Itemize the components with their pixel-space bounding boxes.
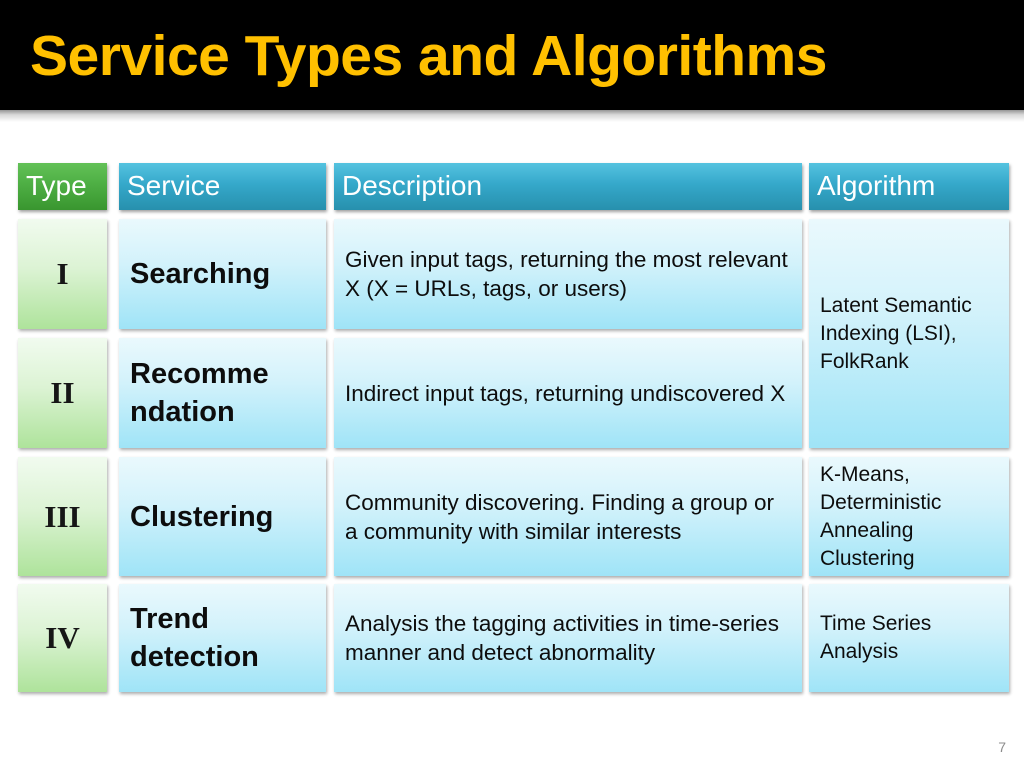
cell-service-3-label: Clustering — [130, 500, 274, 533]
cell-algorithm-2: K-Means, Deterministic Annealing Cluster… — [809, 457, 1009, 576]
page-title: Service Types and Algorithms — [30, 24, 827, 88]
cell-service-2: Recomme ndation — [119, 338, 326, 448]
cell-service-1-label: Searching — [130, 258, 271, 290]
cell-description-4: Analysis the tagging activities in time-… — [334, 584, 802, 692]
title-banner-shadow — [0, 110, 1024, 122]
table-header-algorithm: Algorithm — [809, 163, 1009, 210]
cell-description-4-label: Analysis the tagging activities in time-… — [345, 611, 779, 665]
title-banner: Service Types and Algorithms — [0, 0, 1024, 110]
table-row: II — [18, 338, 107, 448]
table-row: I — [18, 219, 107, 329]
cell-description-3: Community discovering. Finding a group o… — [334, 457, 802, 576]
cell-service-4: Trend detection — [119, 584, 326, 692]
page-number: 7 — [998, 739, 1006, 755]
table-header-service-label: Service — [127, 170, 221, 201]
cell-service-1: Searching — [119, 219, 326, 329]
table-header-service: Service — [119, 163, 326, 210]
service-types-table: Type Service Description Algorithm I Sea… — [18, 163, 1009, 693]
cell-description-1-label: Given input tags, returning the most rel… — [345, 247, 788, 301]
cell-description-2-label: Indirect input tags, returning undiscove… — [345, 380, 786, 406]
cell-type-1: I — [56, 256, 69, 291]
cell-service-4-label: Trend detection — [130, 603, 259, 673]
cell-type-2: II — [50, 375, 75, 410]
cell-algorithm-1-label: Latent Semantic Indexing (LSI), FolkRank — [820, 293, 972, 373]
cell-description-1: Given input tags, returning the most rel… — [334, 219, 802, 329]
cell-type-3: III — [44, 498, 81, 534]
cell-description-3-label: Community discovering. Finding a group o… — [345, 489, 774, 544]
cell-type-4: IV — [45, 620, 80, 655]
cell-service-2-label: Recomme ndation — [130, 358, 269, 428]
cell-algorithm-3: Time Series Analysis — [809, 584, 1009, 692]
cell-description-2: Indirect input tags, returning undiscove… — [334, 338, 802, 448]
cell-algorithm-3-label: Time Series Analysis — [820, 612, 932, 663]
cell-algorithm-1: Latent Semantic Indexing (LSI), FolkRank — [809, 219, 1009, 448]
cell-service-3: Clustering — [119, 457, 326, 576]
cell-algorithm-2-label: K-Means, Deterministic Annealing Cluster… — [820, 462, 942, 570]
table-header-type: Type — [18, 163, 107, 210]
table-header-algorithm-label: Algorithm — [817, 170, 936, 201]
table-row: III — [18, 457, 107, 576]
table-header-type-label: Type — [26, 170, 87, 201]
table-header-description: Description — [334, 163, 802, 210]
table-row: IV — [18, 584, 107, 692]
table-header-description-label: Description — [342, 170, 483, 201]
